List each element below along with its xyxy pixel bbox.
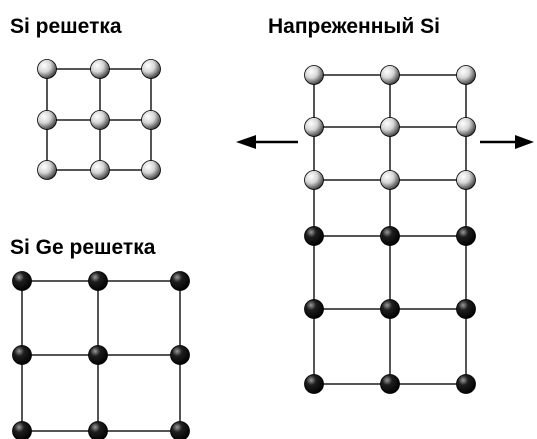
right-tension-arrow xyxy=(480,135,534,149)
ge-atom xyxy=(12,345,32,365)
sige-lattice xyxy=(12,271,190,439)
ge-atom xyxy=(304,374,324,394)
si-atom xyxy=(37,110,57,130)
si-atom xyxy=(456,170,476,190)
si-atom xyxy=(456,65,476,85)
ge-atom xyxy=(12,421,32,439)
si-atom xyxy=(90,59,110,79)
ge-atom xyxy=(456,226,476,246)
ge-atom xyxy=(456,374,476,394)
ge-atom xyxy=(12,271,32,291)
ge-atom xyxy=(88,345,108,365)
si-atom xyxy=(90,160,110,180)
si-atom xyxy=(304,65,324,85)
si-atom xyxy=(380,170,400,190)
si-atom xyxy=(141,59,161,79)
ge-atom xyxy=(304,226,324,246)
ge-atom xyxy=(380,226,400,246)
strained-si-title: Напреженный Si xyxy=(268,15,440,38)
si-atom xyxy=(37,59,57,79)
ge-atom xyxy=(170,271,190,291)
ge-atom xyxy=(88,421,108,439)
si-atom xyxy=(304,170,324,190)
si-atom xyxy=(456,117,476,137)
ge-atom xyxy=(380,374,400,394)
si-atom xyxy=(141,160,161,180)
si-atom xyxy=(380,117,400,137)
ge-atom xyxy=(88,271,108,291)
sige-lattice-title: Si Ge решетка xyxy=(10,236,156,259)
si-atom xyxy=(380,65,400,85)
si-atom xyxy=(37,160,57,180)
ge-atom xyxy=(456,299,476,319)
ge-atom xyxy=(304,299,324,319)
si-lattice-title: Si решетка xyxy=(10,15,122,38)
si-atom xyxy=(304,117,324,137)
ge-atom xyxy=(170,345,190,365)
ge-atom xyxy=(380,299,400,319)
ge-atom xyxy=(170,421,190,439)
si-atom xyxy=(141,110,161,130)
si-lattice xyxy=(37,59,161,180)
strained-si-lattice xyxy=(304,65,476,394)
si-atom xyxy=(90,110,110,130)
left-tension-arrow xyxy=(236,135,298,149)
